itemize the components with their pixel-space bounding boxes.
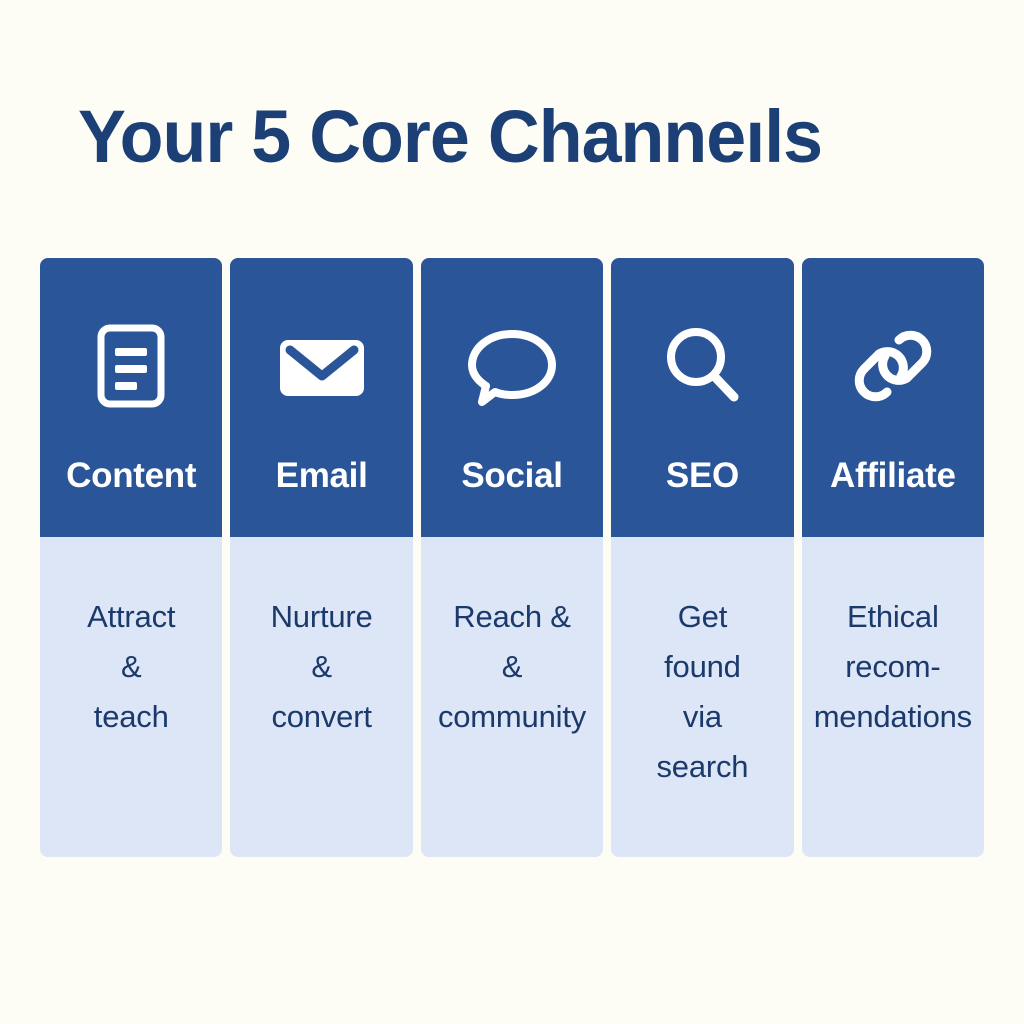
channel-card-content[interactable]: Content Attract & teach: [40, 258, 223, 857]
speech-bubble-icon: [462, 320, 562, 412]
description-line: convert: [271, 699, 372, 734]
description-line: recom-: [845, 649, 941, 684]
description-line: search: [656, 749, 749, 784]
description-line: &: [501, 649, 523, 684]
card-body-social: Reach & & community: [421, 537, 603, 857]
card-body-email: Nurture & convert: [230, 537, 412, 857]
channel-card-seo[interactable]: SEO Get found via search: [611, 258, 794, 857]
card-header-seo: SEO: [611, 258, 794, 537]
description-line: found: [664, 649, 741, 684]
card-title-seo: SEO: [665, 456, 739, 495]
link-chain-icon: [845, 320, 941, 412]
channel-card-grid: Content Attract & teach Email Nurtur: [40, 258, 985, 857]
channel-card-social[interactable]: Social Reach & & community: [420, 258, 604, 857]
description-line: mendations: [813, 699, 972, 734]
document-icon: [89, 320, 173, 412]
card-body-content: Attract & teach: [40, 537, 222, 857]
description-line: via: [682, 699, 722, 734]
card-header-content: Content: [40, 258, 223, 537]
magnifier-icon: [656, 320, 748, 412]
description-line: Ethical: [847, 599, 939, 634]
card-title-social: Social: [461, 456, 563, 495]
channel-card-affiliate[interactable]: Affiliate Ethical recom- mendations: [801, 258, 985, 857]
card-header-affiliate: Affiliate: [801, 258, 985, 537]
card-title-email: Email: [275, 456, 368, 495]
description-line: Nurture: [270, 599, 373, 634]
card-header-email: Email: [230, 258, 413, 537]
page-title: Your 5 Core Channeıls: [78, 95, 823, 178]
card-body-seo: Get found via search: [611, 537, 793, 857]
channel-card-email[interactable]: Email Nurture & convert: [230, 258, 413, 857]
description-line: community: [437, 699, 587, 734]
description-line: Get: [677, 599, 728, 634]
card-header-social: Social: [420, 258, 604, 537]
card-body-affiliate: Ethical recom- mendations: [802, 537, 984, 857]
envelope-icon: [274, 320, 370, 412]
description-line: Reach &: [453, 599, 571, 634]
description-line: &: [311, 649, 332, 684]
card-title-affiliate: Affiliate: [830, 456, 956, 495]
description-line: &: [120, 649, 142, 684]
description-line: Attract: [87, 599, 176, 634]
description-line: teach: [93, 699, 169, 734]
card-title-content: Content: [66, 456, 197, 495]
